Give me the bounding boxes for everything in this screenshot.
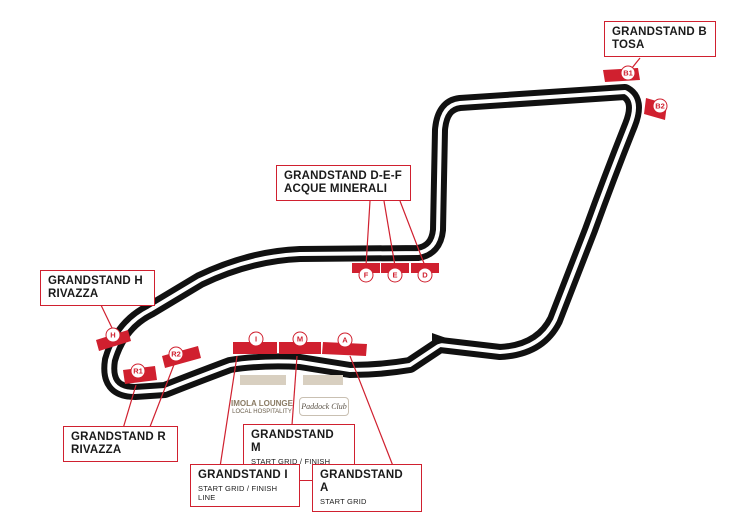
grandstand-m[interactable]: M: [279, 331, 321, 354]
label-grandstand-b-title2: TOSA: [612, 39, 645, 52]
label-grandstand-b-title: GRANDSTAND B: [612, 26, 707, 38]
grandstand-d[interactable]: D: [411, 263, 439, 283]
label-grandstand-b[interactable]: GRANDSTAND B TOSA: [604, 21, 716, 58]
label-grandstand-i-title: GRANDSTAND I: [198, 469, 288, 481]
paddock-club-block[interactable]: [303, 375, 343, 385]
stand-label-r2: R2: [171, 350, 181, 359]
grandstand-b1[interactable]: B1: [603, 65, 640, 82]
label-grandstand-a-sub: START GRID: [320, 497, 367, 507]
grandstand-a[interactable]: A: [322, 332, 367, 356]
stand-label-r1: R1: [133, 367, 143, 376]
stand-label-e: E: [392, 271, 397, 280]
label-grandstand-h-title2: RIVAZZA: [48, 288, 99, 301]
grandstand-h[interactable]: H: [96, 327, 131, 351]
imola-lounge-label: IMOLA LOUNGE LOCAL HOSPITALITY: [228, 399, 296, 415]
imola-lounge-title: IMOLA LOUNGE: [231, 399, 293, 408]
grandstand-r2[interactable]: R2: [162, 346, 201, 368]
stand-label-a: A: [342, 336, 348, 345]
label-grandstand-a-title: GRANDSTAND A: [320, 469, 403, 495]
grandstand-f[interactable]: F: [352, 263, 380, 283]
label-grandstand-i[interactable]: GRANDSTAND I START GRID / FINISH LINE: [190, 464, 300, 508]
label-grandstand-r-title2: RIVAZZA: [71, 444, 122, 457]
imola-lounge-sub: LOCAL HOSPITALITY: [232, 409, 292, 415]
stand-label-f: F: [364, 271, 369, 280]
grandstand-r1[interactable]: R1: [123, 363, 157, 384]
stand-label-b2: B2: [655, 102, 665, 111]
paddock-club-logo: Paddock Club: [299, 397, 349, 416]
label-grandstand-h[interactable]: GRANDSTAND H RIVAZZA: [40, 270, 155, 307]
label-grandstand-def-title2: ACQUE MINERALI: [284, 183, 388, 196]
label-grandstand-r-title: GRANDSTAND R: [71, 431, 166, 443]
imola-lounge-block[interactable]: [240, 375, 286, 385]
label-grandstand-a[interactable]: GRANDSTAND A START GRID: [312, 464, 422, 513]
label-grandstand-i-sub: START GRID / FINISH LINE: [198, 484, 278, 502]
label-grandstand-h-title: GRANDSTAND H: [48, 275, 143, 287]
grandstand-b2[interactable]: B2: [644, 98, 668, 120]
grandstand-i[interactable]: I: [233, 331, 277, 354]
stand-label-m: M: [297, 335, 303, 344]
label-grandstand-def-title: GRANDSTAND D-E-F: [284, 170, 402, 182]
stand-label-d: D: [422, 271, 428, 280]
label-grandstand-def[interactable]: GRANDSTAND D-E-F ACQUE MINERALI: [276, 165, 411, 202]
stand-label-i: I: [255, 335, 257, 344]
track: [101, 84, 642, 400]
direction-arrow: [432, 333, 452, 346]
grandstands: B1 B2 F E D H: [96, 65, 668, 384]
label-grandstand-m-title: GRANDSTAND M: [251, 429, 334, 455]
label-grandstand-r[interactable]: GRANDSTAND R RIVAZZA: [63, 426, 178, 463]
leader-lines: [99, 57, 641, 468]
stand-label-h: H: [110, 331, 115, 340]
grandstand-e[interactable]: E: [381, 263, 409, 283]
stand-label-b1: B1: [623, 69, 633, 78]
